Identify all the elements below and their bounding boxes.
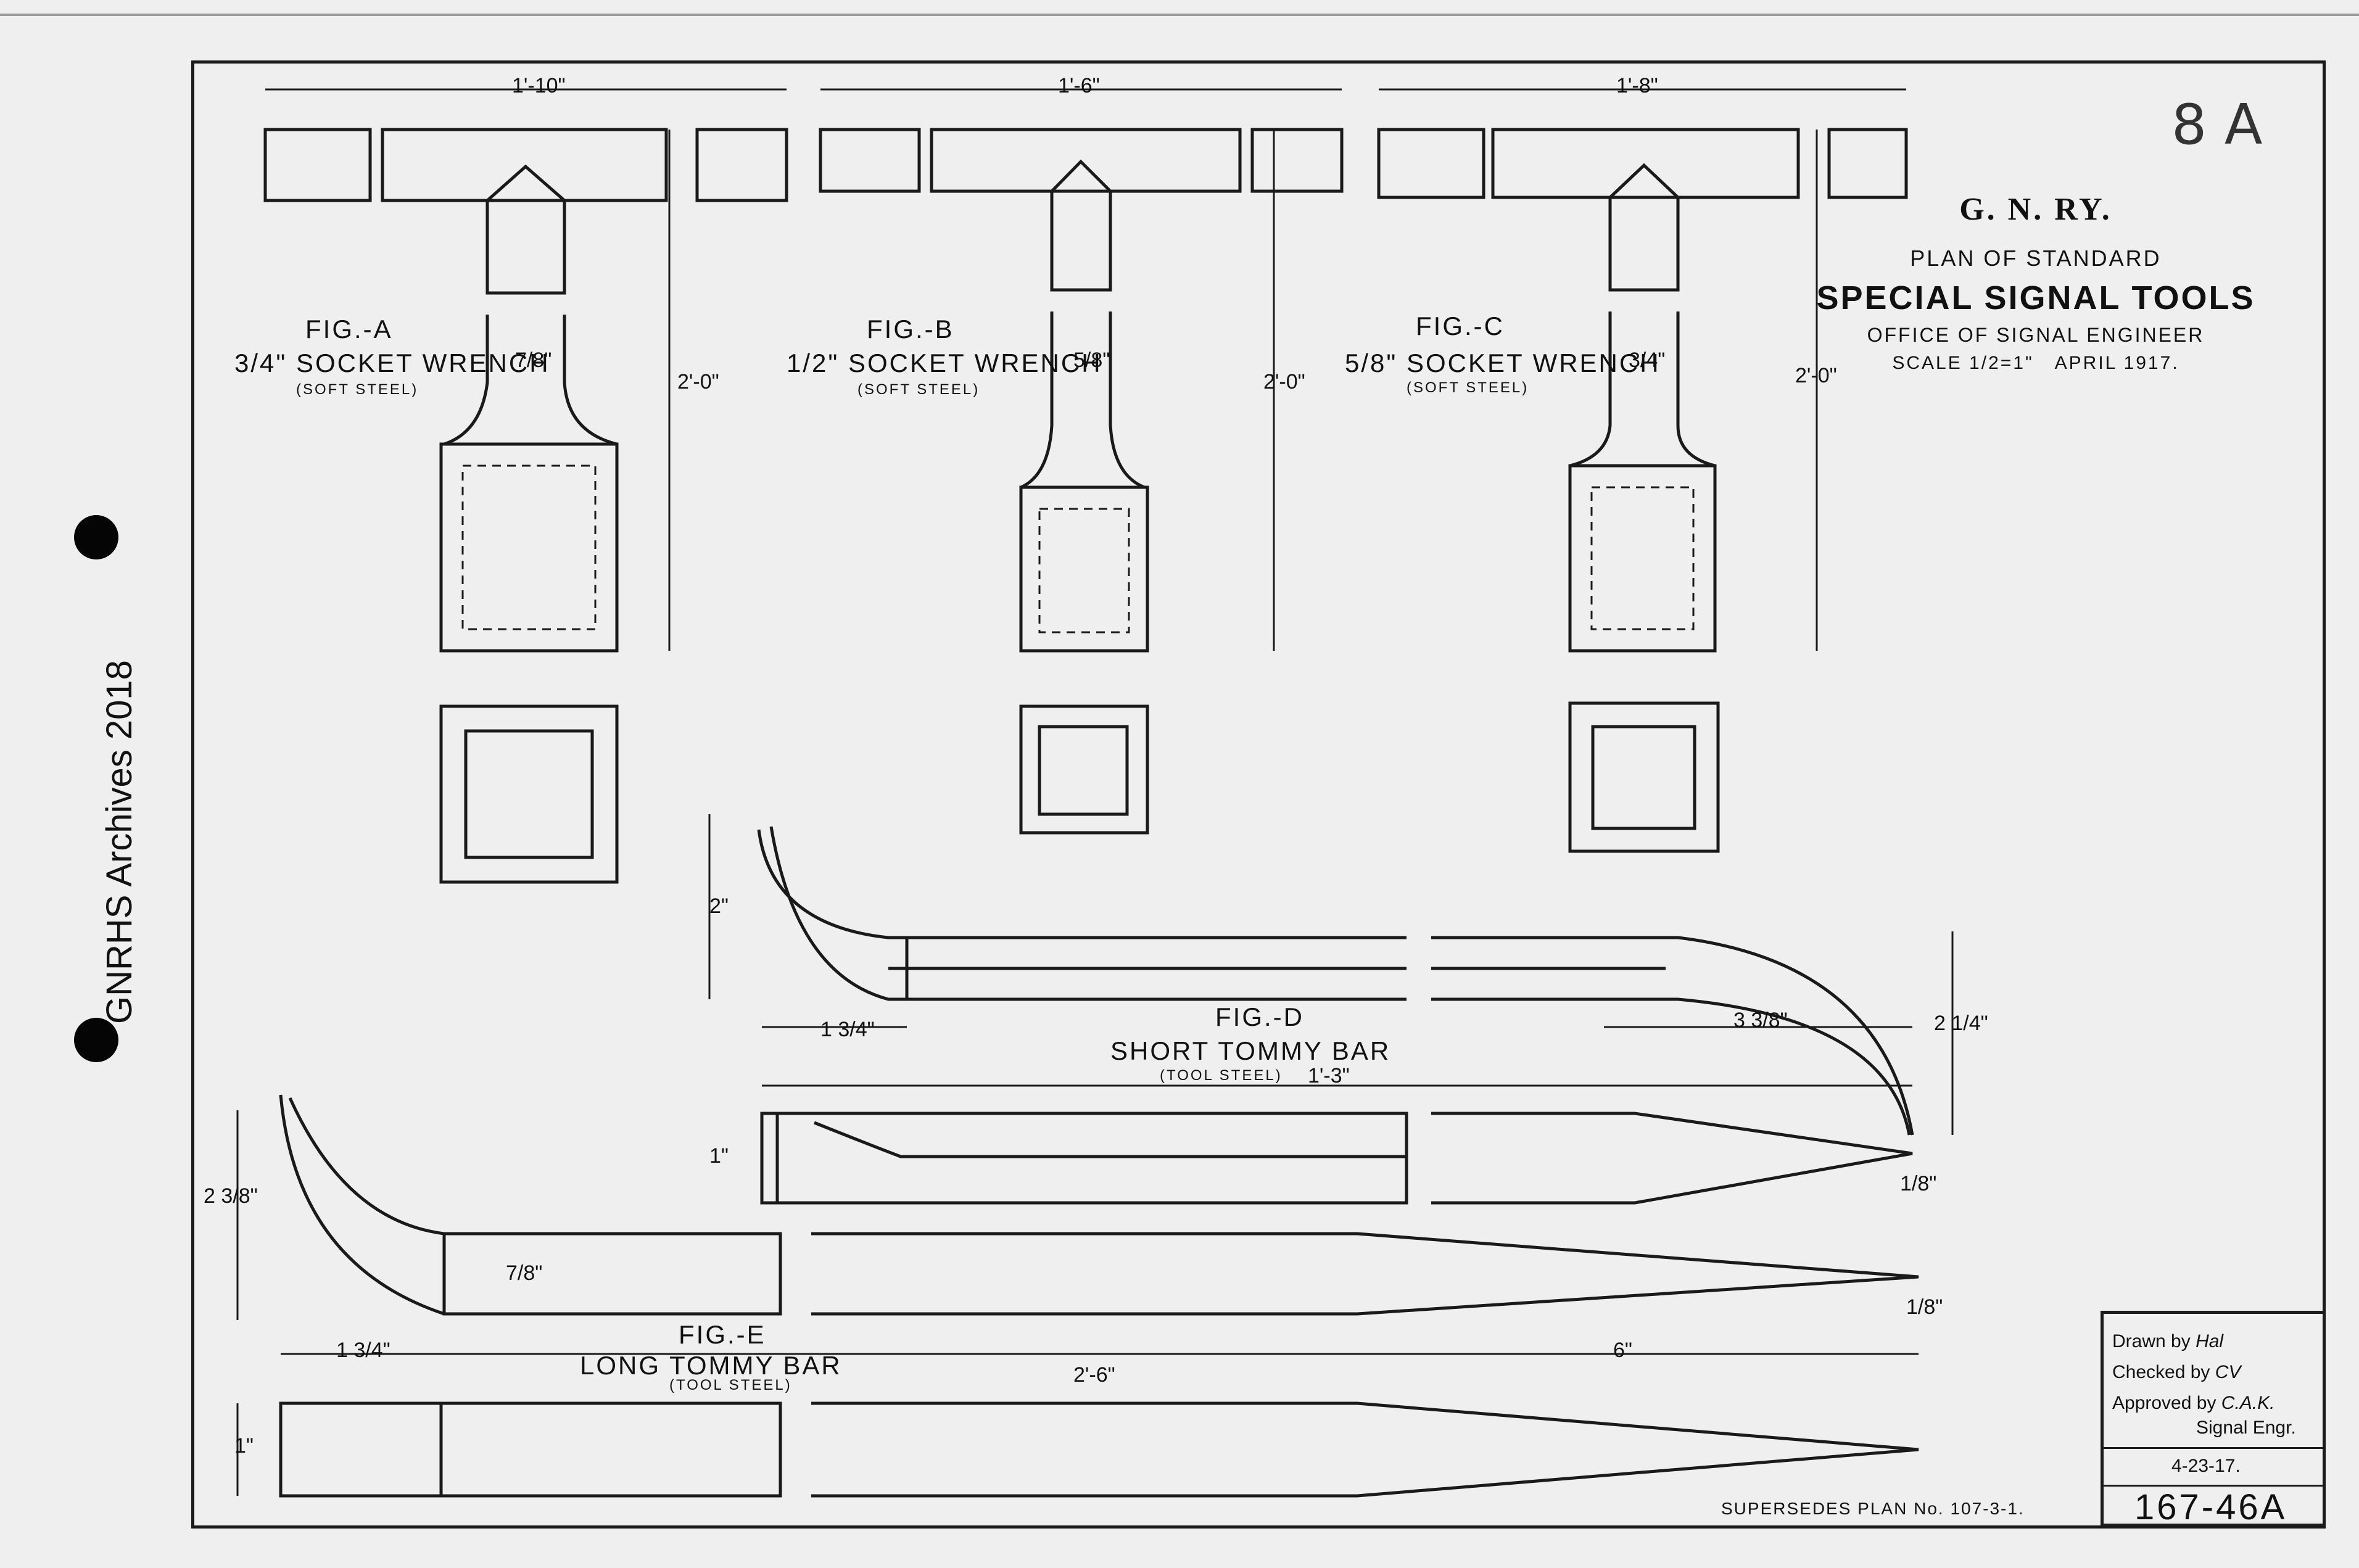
box-divider (2104, 1485, 2323, 1487)
dim-a-width: 1'-10" (512, 74, 566, 97)
approval-box: Drawn by Hal Checked by CV Approved by C… (2101, 1311, 2326, 1527)
dim-c-height: 2'-0" (1795, 364, 1837, 387)
binder-hole (74, 515, 118, 559)
drawn-by: Drawn by Hal (2112, 1331, 2223, 1352)
box-divider (2104, 1447, 2323, 1449)
plan-of: PLAN OF STANDARD (1910, 246, 2162, 271)
fig-d-length: 1'-3" (1308, 1064, 1350, 1087)
approved-by-label: Approved by (2112, 1393, 2216, 1413)
dim-b-height: 2'-0" (1263, 370, 1305, 394)
fig-d-offset: 1 3/4" (820, 1018, 875, 1041)
office-name: OFFICE OF SIGNAL ENGINEER (1867, 324, 2205, 346)
fig-e-label: FIG.-E (679, 1320, 766, 1349)
fig-b-material: (SOFT STEEL) (857, 381, 980, 398)
drawing-border (191, 60, 2326, 1529)
fig-e-offset: 1 3/4" (336, 1339, 390, 1362)
supersedes-note: SUPERSEDES PLAN No. 107-3-1. (1721, 1499, 2025, 1518)
wrench-b (819, 128, 1344, 835)
binder-hole (74, 1018, 118, 1062)
fig-a-shank: 7/8" (515, 349, 552, 372)
fig-e-taper: 6" (1613, 1339, 1632, 1362)
sheet-top-edge (0, 14, 2359, 16)
fig-d-label: FIG.-D (1215, 1002, 1304, 1031)
checked-by-signature: CV (2215, 1362, 2241, 1382)
fig-e-length: 2'-6" (1073, 1363, 1115, 1387)
drawing-title: SPECIAL SIGNAL TOOLS (1816, 279, 2255, 316)
fig-e-tip: 1/8" (1906, 1295, 1943, 1319)
drawn-by-label: Drawn by (2112, 1331, 2191, 1351)
fig-a-material: (SOFT STEEL) (296, 381, 419, 398)
drawing-date: APRIL 1917. (2054, 353, 2179, 373)
railway-name: G. N. RY. (1959, 192, 2112, 227)
fig-b-name: 1/2" SOCKET WRENCH (787, 349, 1102, 378)
fig-d-rise: 2 1/4" (1934, 1012, 1988, 1035)
approval-date: 4-23-17. (2171, 1456, 2241, 1476)
fig-d-material: (TOOL STEEL) (1160, 1067, 1283, 1084)
plan-number: 167-46A (2134, 1487, 2287, 1527)
fig-e-name: LONG TOMMY BAR (580, 1351, 842, 1380)
fig-b-shank: 5/8" (1073, 349, 1110, 372)
corner-mark: 8 A (2171, 93, 2263, 157)
dim-c-width: 1'-8" (1616, 74, 1658, 97)
scale-date: SCALE 1/2=1" APRIL 1917. (1789, 353, 2283, 374)
fig-c-label: FIG.-C (1416, 312, 1505, 340)
drawn-by-signature: Hal (2196, 1331, 2224, 1351)
fig-d-curve: 3 3/8" (1733, 1009, 1788, 1032)
fig-c-name: 5/8" SOCKET WRENCH (1345, 349, 1661, 378)
dim-b-width: 1'-6" (1058, 74, 1100, 97)
fig-d-tip: 1/8" (1900, 1172, 1937, 1195)
fig-d-name: SHORT TOMMY BAR (1110, 1036, 1391, 1065)
fig-d-thickness: 1" (709, 1144, 729, 1168)
approved-by: Approved by C.A.K. (2112, 1393, 2275, 1414)
fig-d-height: 2" (709, 894, 729, 918)
fig-a-name: 3/4" SOCKET WRENCH (234, 349, 550, 378)
scale: SCALE 1/2=1" (1892, 353, 2034, 373)
dim-a-height: 2'-0" (677, 370, 719, 394)
tommy-bar-e (279, 1094, 1919, 1498)
fig-c-material: (SOFT STEEL) (1407, 379, 1529, 396)
checked-by-label: Checked by (2112, 1362, 2210, 1382)
fig-e-rise: 2 3/8" (204, 1184, 258, 1208)
fig-a-label: FIG.-A (305, 315, 393, 344)
fig-e-bar: 7/8" (506, 1261, 543, 1285)
wrench-c (1377, 128, 1908, 853)
fig-b-label: FIG.-B (867, 315, 954, 344)
approved-by-signature: C.A.K. (2221, 1393, 2275, 1413)
tommy-bar-d (757, 826, 1914, 1205)
fig-e-thickness: 1" (234, 1434, 254, 1458)
fig-c-shank: 3/4" (1629, 349, 1666, 372)
checked-by: Checked by CV (2112, 1362, 2241, 1383)
signal-engineer: Signal Engr. (2196, 1417, 2296, 1438)
wrench-a (263, 128, 788, 884)
fig-e-material: (TOOL STEEL) (669, 1377, 792, 1393)
